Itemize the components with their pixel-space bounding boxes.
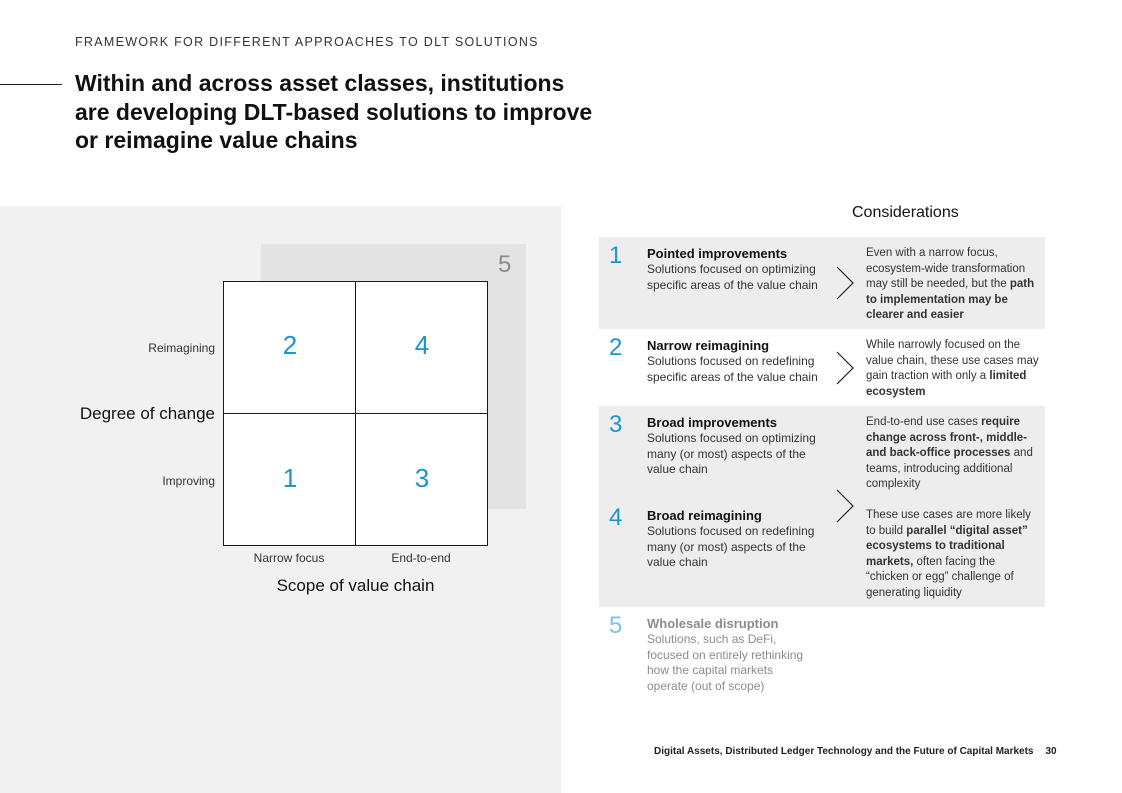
item-description: Solutions focused on optimizing many (or…	[647, 431, 816, 476]
item-1-band	[599, 237, 1045, 329]
item-name: Broad reimagining	[647, 508, 762, 523]
item-description: Solutions focused on optimizing specific…	[647, 262, 818, 292]
consideration-emphasis: limited ecosystem	[866, 370, 1027, 398]
considerations-heading: Considerations	[852, 204, 959, 221]
item-consideration: Even with a narrow focus, ecosystem-wide…	[866, 246, 1041, 324]
item-description: Solutions focused on redefining many (or…	[647, 524, 815, 569]
quadrant-top-right: 4	[414, 330, 430, 360]
consideration-emphasis: path to implementation may be clearer an…	[866, 278, 1035, 321]
consideration-tail: often facing the “chicken or egg” challe…	[866, 555, 1014, 599]
matrix-horizontal-divider	[224, 413, 487, 414]
consideration-tail: and teams, introducing additional comple…	[866, 447, 1033, 490]
item-number: 5	[609, 612, 623, 639]
approach-item-2: 2 Narrow reimagining Solutions focused o…	[599, 334, 1045, 400]
quadrant-bottom-left: 1	[282, 463, 298, 493]
consideration-text: While narrowly focused on the value chai…	[866, 339, 1039, 382]
item-number: 4	[609, 504, 623, 531]
x-label-narrow-focus: Narrow focus	[253, 551, 325, 565]
x-axis-title: Scope of value chain	[276, 576, 435, 595]
title-rule	[0, 84, 62, 85]
chevron-right-icon	[836, 489, 854, 523]
approach-item-4: 4 Broad reimagining Solutions focused on…	[599, 504, 1045, 603]
y-label-improving: Improving	[162, 474, 215, 488]
chevron-right-icon	[836, 266, 854, 300]
item-consideration: These use cases are more likely to build…	[866, 508, 1041, 601]
item-description: Solutions, such as DeFi, focused on enti…	[647, 632, 804, 693]
page-number: 30	[1045, 746, 1057, 757]
item-3-4-band	[599, 406, 1045, 607]
y-label-reimagining: Reimagining	[148, 341, 215, 355]
y-axis-title: Degree of change	[79, 404, 215, 423]
approach-item-5: 5 Wholesale disruption Solutions, such a…	[599, 612, 1045, 696]
approach-item-3: 3 Broad improvements Solutions focused o…	[599, 411, 1045, 495]
section-kicker: FRAMEWORK FOR DIFFERENT APPROACHES TO DL…	[75, 35, 539, 49]
footer-title: Digital Assets, Distributed Ledger Techn…	[654, 746, 1034, 757]
consideration-emphasis: parallel “digital asset” ecosystems to t…	[866, 524, 1028, 568]
page-footer: Digital Assets, Distributed Ledger Techn…	[654, 746, 1057, 757]
chevron-right-icon	[836, 351, 854, 385]
backdrop-number: 5	[498, 251, 512, 278]
item-number: 2	[609, 334, 623, 361]
item-number: 3	[609, 411, 623, 438]
item-consideration: End-to-end use cases require change acro…	[866, 415, 1041, 493]
quadrant-bottom-right: 3	[414, 463, 430, 493]
item-name: Pointed improvements	[647, 246, 788, 261]
quadrant-top-left: 2	[282, 330, 298, 360]
item-name: Broad improvements	[647, 415, 778, 430]
approach-item-1: 1 Pointed improvements Solutions focused…	[599, 242, 1045, 326]
x-label-end-to-end: End-to-end	[391, 551, 451, 565]
page-title: Within and across asset classes, institu…	[75, 70, 593, 153]
consideration-text: Even with a narrow focus, ecosystem-wide…	[866, 247, 1026, 290]
item-number: 1	[609, 242, 623, 269]
change-scope-matrix: 2 4 1 3	[223, 281, 488, 546]
item-name: Wholesale disruption	[647, 616, 779, 631]
consideration-emphasis: require change across front-, middle- an…	[866, 416, 1028, 459]
consideration-text: These use cases are more likely to build	[866, 509, 1031, 537]
item-consideration: While narrowly focused on the value chai…	[866, 338, 1041, 400]
item-description: Solutions focused on redefining specific…	[647, 354, 818, 384]
consideration-text: End-to-end use cases	[866, 416, 978, 428]
item-name: Narrow reimagining	[647, 338, 770, 353]
